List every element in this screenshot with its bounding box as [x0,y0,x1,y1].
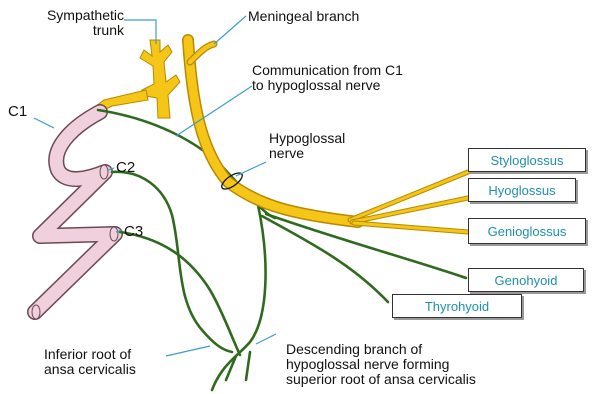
meningeal-branch-label: Meningeal branch [248,9,359,24]
sympathetic-trunk-ganglion [96,40,180,118]
muscle-box-hyoglossus: Hyoglossus [468,178,576,202]
communication-label: Communication from C1 to hypoglossal ner… [252,63,403,93]
muscle-box-genioglossus: Genioglossus [468,218,586,244]
c3-root-nerve [120,232,240,355]
muscle-box-styloglossus: Styloglossus [468,148,586,172]
c2-label: C2 [116,160,135,175]
thyrohyoid-branch-nerve [262,216,388,302]
c3-label: C3 [124,224,143,239]
descending-branch-label: Descending branch of hypoglossal nerve f… [286,342,476,387]
inferior-root-label: Inferior root of ansa cervicalis [44,347,136,377]
cervical-spinal-nerve-loops [35,112,115,312]
c2-root-nerve [112,172,232,352]
descending-branch-nerve [212,205,266,390]
muscle-box-thyrohyoid: Thyrohyoid [392,294,522,318]
c1-label: C1 [8,104,27,119]
muscle-box-genohyoid: Genohyoid [468,268,584,292]
hypoglossal-nerve-label: Hypoglossal nerve [269,131,345,161]
sympathetic-trunk-label: Sympathetic trunk [6,8,124,38]
